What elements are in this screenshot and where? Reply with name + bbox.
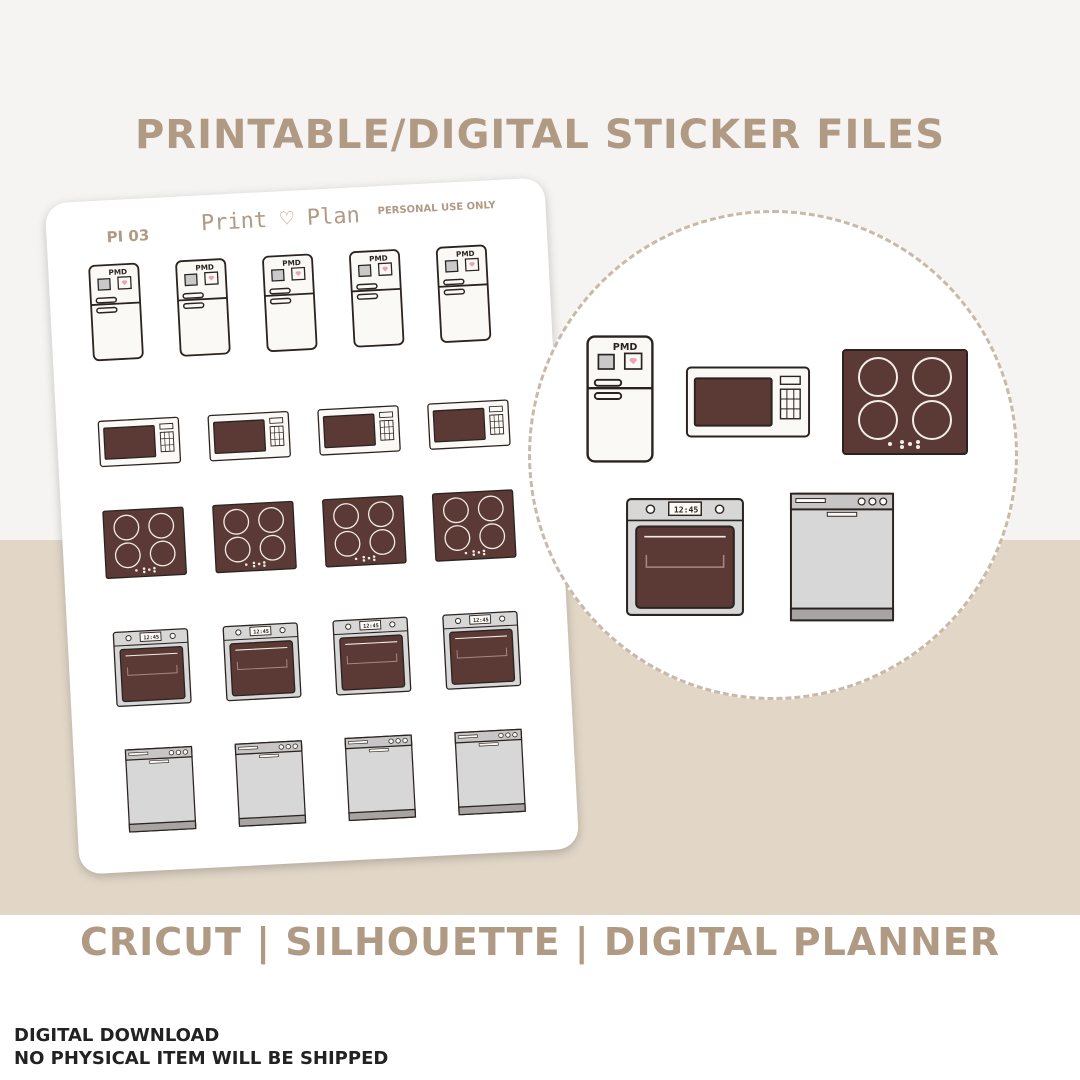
dishwasher-sticker <box>233 736 308 836</box>
dishwasher-preview <box>788 486 896 632</box>
cooktop-sticker <box>211 496 299 582</box>
svg-text:12:45: 12:45 <box>143 635 159 642</box>
oven-sticker: 12:45 <box>441 609 523 695</box>
fridge-sticker: PMD <box>347 247 407 354</box>
oven-sticker: 12:45 <box>331 615 413 701</box>
sheet-code: PI 03 <box>106 226 150 247</box>
sticker-grid: PMD PMD PMD PMD PMD <box>45 177 544 833</box>
cooktop-sticker <box>430 484 518 570</box>
svg-text:12:45: 12:45 <box>363 623 379 630</box>
fridge-sticker: PMD <box>173 256 233 363</box>
svg-text:PMD: PMD <box>456 249 475 259</box>
svg-text:12:45: 12:45 <box>253 629 269 636</box>
microwave-sticker <box>96 415 183 473</box>
dishwasher-sticker <box>123 742 198 842</box>
dishwasher-sticker <box>343 730 418 830</box>
bottom-background <box>0 915 1080 1080</box>
sticker-sheet: PI 03 Print ♡ Plan PERSONAL USE ONLY PMD… <box>44 177 580 875</box>
dishwasher-sticker <box>453 724 528 824</box>
svg-text:PMD: PMD <box>108 267 127 277</box>
headline-bottom: CRICUT | SILHOUETTE | DIGITAL PLANNER <box>79 920 1001 964</box>
oven-preview: 12:45 <box>624 496 746 622</box>
microwave-preview <box>684 364 812 444</box>
svg-text:12:45: 12:45 <box>674 504 699 514</box>
oven-sticker: 12:45 <box>111 627 193 713</box>
footer-line-shipping: NO PHYSICAL ITEM WILL BE SHIPPED <box>14 1048 389 1069</box>
cooktop-sticker <box>320 490 408 576</box>
fridge-sticker: PMD <box>86 261 146 368</box>
svg-text:PMD: PMD <box>195 263 214 273</box>
brand-logo-text: Print ♡ Plan <box>200 203 361 237</box>
fridge-sticker: PMD <box>433 242 493 349</box>
footer-note: DIGITAL DOWNLOAD NO PHYSICAL ITEM WILL B… <box>14 1024 388 1070</box>
personal-use-note: PERSONAL USE ONLY <box>377 199 496 218</box>
svg-text:PMD: PMD <box>282 258 301 268</box>
svg-text:PMD: PMD <box>369 253 388 263</box>
microwave-sticker <box>316 403 403 461</box>
svg-text:PMD: PMD <box>613 342 638 353</box>
microwave-sticker <box>206 409 293 467</box>
oven-sticker: 12:45 <box>221 621 303 707</box>
cooktop-preview <box>840 344 970 464</box>
svg-text:12:45: 12:45 <box>473 617 489 624</box>
fridge-sticker: PMD <box>260 251 320 358</box>
headline-top: PRINTABLE/DIGITAL STICKER FILES <box>134 112 946 158</box>
footer-line-download: DIGITAL DOWNLOAD <box>14 1025 220 1046</box>
microwave-sticker <box>426 397 513 455</box>
cooktop-sticker <box>101 502 189 588</box>
fridge-preview: PMD <box>584 325 656 477</box>
